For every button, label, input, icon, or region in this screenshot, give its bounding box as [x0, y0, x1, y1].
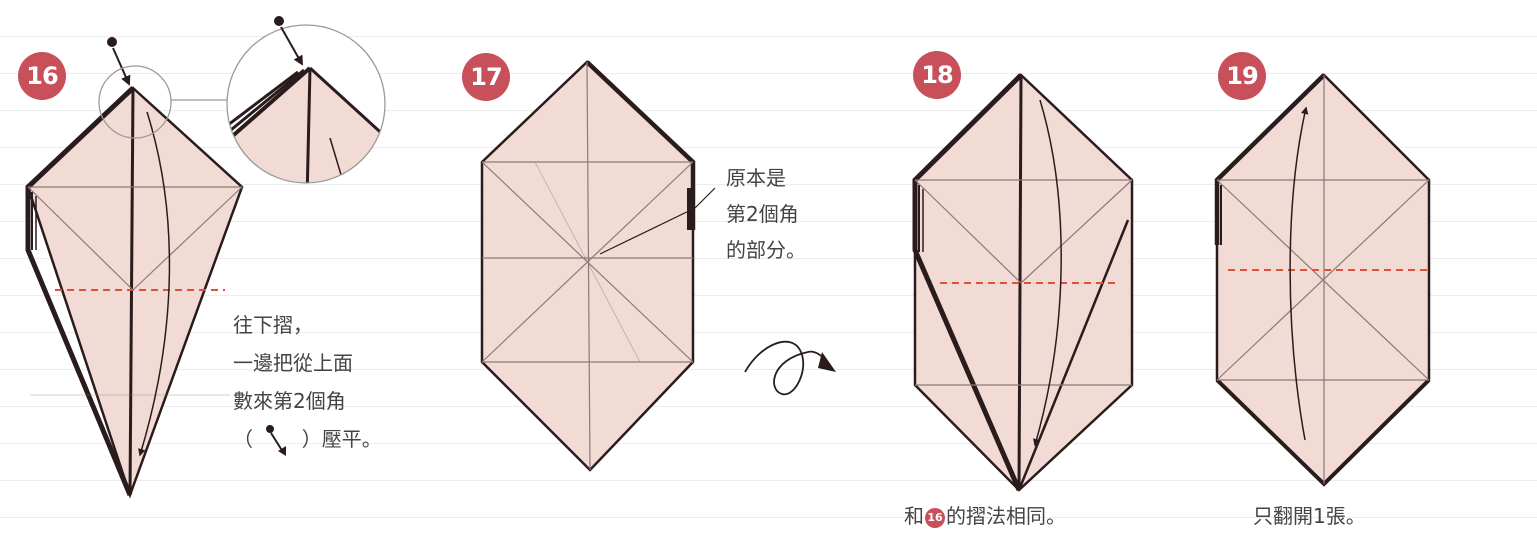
step16-model — [25, 86, 244, 499]
step19-model — [1214, 73, 1431, 487]
step-17-caption-line-1: 原本是 — [726, 166, 786, 190]
step-18-caption-suffix: 的摺法相同。 — [946, 504, 1066, 528]
step-18-caption-prefix: 和 — [904, 504, 924, 528]
step-16-caption-paren-open: （ — [233, 427, 253, 451]
step-16-caption-paren-close: ）壓平。 — [301, 427, 382, 451]
step-16-caption-line-2: 一邊把從上面 — [233, 351, 353, 375]
step-16-caption-line-3: 數來第2個角 — [233, 389, 346, 413]
push-point-arrow-icon — [107, 37, 131, 86]
step-19-badge: 19 — [1218, 52, 1266, 100]
step-19-caption: 只翻開1張。 — [1253, 504, 1366, 528]
step17-model — [480, 60, 716, 472]
zoom-circle-icon — [98, 16, 386, 184]
step-17-caption: 原本是 第2個角 的部分。 — [726, 160, 806, 268]
step-17-caption-line-3: 的部分。 — [726, 238, 806, 262]
step18-model — [912, 73, 1134, 492]
step-16-caption-line-1: 往下摺， — [233, 313, 313, 337]
step-16-badge: 16 — [18, 52, 66, 100]
step-18-badge: 18 — [913, 51, 961, 99]
step-16-caption-line-4: （ ）壓平。 — [233, 420, 382, 458]
step-18-caption-ref-badge: 16 — [925, 507, 945, 528]
step-17-badge: 17 — [462, 53, 510, 101]
turn-over-icon — [744, 340, 836, 396]
push-point-arrow-icon — [266, 424, 287, 456]
step-16-caption: 往下摺， 一邊把從上面 數來第2個角 （ ）壓平。 — [233, 306, 382, 458]
step-17-caption-line-2: 第2個角 — [726, 202, 799, 226]
